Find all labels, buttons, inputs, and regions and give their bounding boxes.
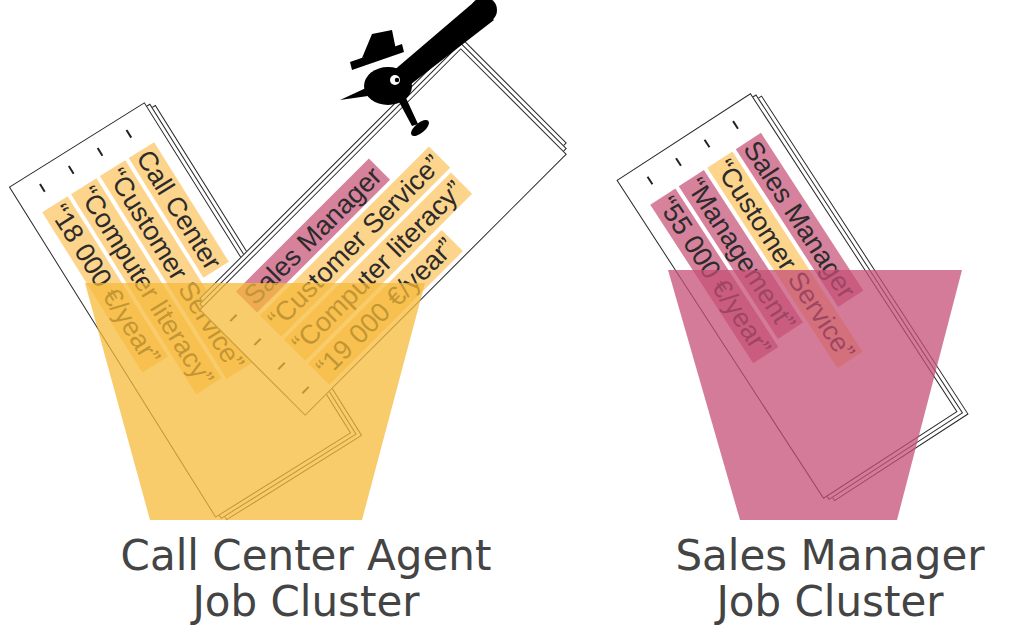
bullet-mark bbox=[647, 176, 654, 185]
bullet-mark bbox=[39, 183, 45, 192]
cluster-bucket: Call Center Agent Job ClusterCall Center… bbox=[85, 283, 425, 520]
paper-sheet bbox=[616, 93, 957, 499]
bullet-mark bbox=[732, 121, 739, 130]
bullet-mark bbox=[68, 165, 74, 174]
cluster-bucket: Sales Manager Job ClusterSales Manager“C… bbox=[668, 270, 962, 520]
bullet-mark bbox=[278, 362, 286, 370]
job-posting: Sales Manager“Customer Service”“Computer… bbox=[199, 48, 567, 416]
cluster-caption: Call Center Agent Job Cluster bbox=[114, 533, 499, 625]
bullet-mark bbox=[302, 386, 310, 394]
bullet-mark bbox=[126, 129, 132, 138]
cluster-caption: Sales Manager Job Cluster bbox=[650, 533, 1010, 625]
bullet-mark bbox=[675, 158, 682, 167]
bullet-mark bbox=[254, 338, 262, 346]
bullet-mark bbox=[229, 314, 237, 322]
job-posting: Sales Manager“Customer Service”“Manageme… bbox=[616, 93, 957, 499]
bullet-mark bbox=[704, 139, 711, 148]
bullet-mark bbox=[97, 147, 103, 156]
